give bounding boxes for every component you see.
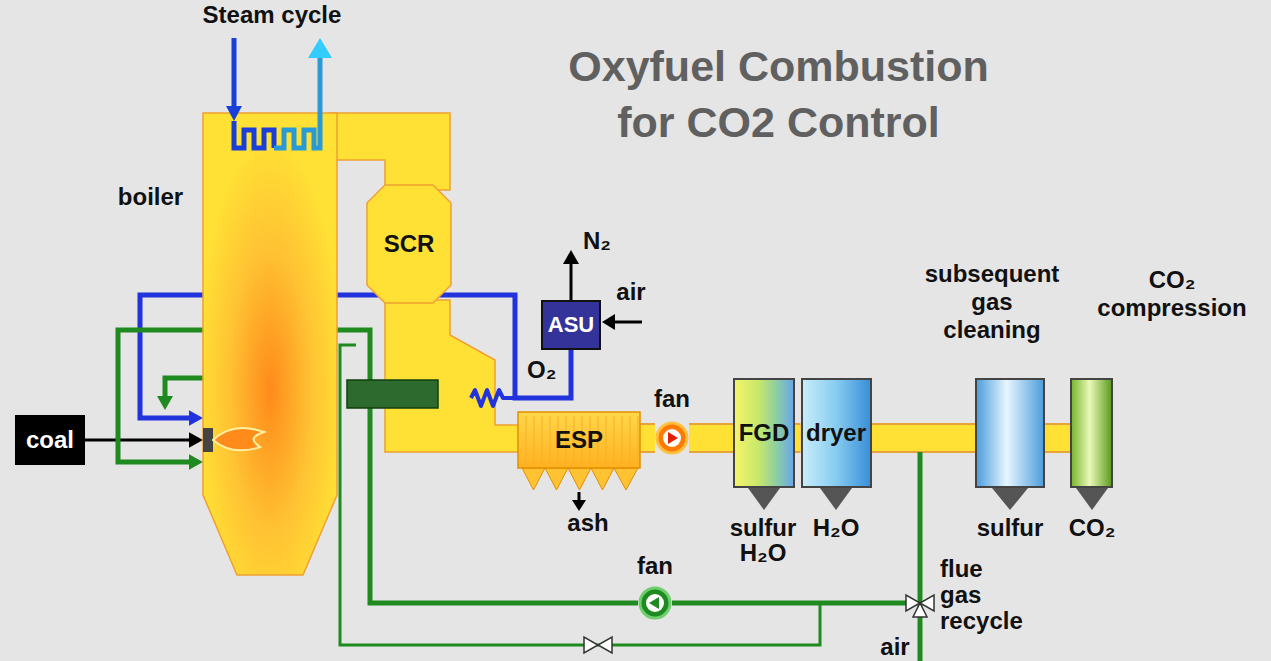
node-label: boiler xyxy=(103,183,198,211)
flue-gas-duct xyxy=(640,438,655,439)
steam-coil xyxy=(274,56,320,148)
discharge-hoppers xyxy=(748,488,1108,510)
flue-gas-duct xyxy=(385,300,522,452)
esp-box: ESP xyxy=(518,412,640,468)
coal-box: coal xyxy=(15,415,85,465)
steam-coil xyxy=(234,121,274,148)
node-label: subsequent gas cleaning xyxy=(922,260,1062,344)
secondary-recycle xyxy=(165,378,203,398)
node-label: FGD xyxy=(739,419,790,447)
stream-label: N₂ xyxy=(577,228,617,254)
recycle-heater xyxy=(347,380,438,408)
node-label: fan xyxy=(637,385,707,413)
node-label: dryer xyxy=(806,419,866,447)
burner xyxy=(203,428,213,452)
node-label: SCR xyxy=(384,230,435,258)
oxygen-preheater-coil xyxy=(471,390,515,406)
recycle-riser xyxy=(918,452,923,661)
arrow-head xyxy=(602,314,615,330)
fan-symbol: fan xyxy=(638,586,672,620)
feedwater-arrow xyxy=(232,38,237,108)
bypass-valve xyxy=(584,637,612,653)
node-label: fan xyxy=(620,552,690,580)
asu-box: ASU xyxy=(541,300,601,350)
boiler-furnace: boiler xyxy=(203,113,337,575)
node-label: CO₂ compression xyxy=(1077,266,1267,322)
arrow-head xyxy=(563,250,579,264)
stream-label: H₂O xyxy=(728,540,798,566)
diagram-title: Oxyfuel Combustion for CO2 Control xyxy=(556,38,1001,150)
flow-label: O₂ xyxy=(527,356,556,384)
steam-outlet-arrow xyxy=(308,38,332,58)
flue-gas-duct xyxy=(689,438,733,439)
recycle-bypass xyxy=(340,345,820,645)
nitrogen-arrow xyxy=(570,262,573,300)
node-label: ASU xyxy=(548,312,594,337)
flue-gas-duct xyxy=(872,438,976,439)
dryer-column: dryer xyxy=(801,378,872,488)
arrow-head xyxy=(226,106,242,121)
flame xyxy=(213,428,264,450)
scr-reactor: SCR xyxy=(367,185,451,303)
fgd-column: FGD xyxy=(733,378,795,488)
stream-label: H₂O xyxy=(801,515,871,541)
node-label: coal xyxy=(26,426,74,454)
stream-label: ash xyxy=(558,510,618,536)
flue-gas-duct xyxy=(1045,438,1070,439)
gas-cleaning-column: subsequent gas cleaning xyxy=(975,378,1045,488)
stream-label: air xyxy=(606,279,656,305)
three-way-valve xyxy=(906,595,934,617)
arrow-head xyxy=(157,396,173,410)
stream-label: sulfur xyxy=(965,515,1055,541)
esp-hoppers xyxy=(522,468,638,490)
stream-label: air xyxy=(875,634,915,660)
cycle-label: Steam cycle xyxy=(162,2,382,28)
air-inlet-arrow xyxy=(612,321,642,324)
coal-feed-arrow xyxy=(85,432,203,447)
node-label: ESP xyxy=(555,426,603,454)
compression-column: CO₂ compression xyxy=(1070,378,1113,488)
boiler-crossover xyxy=(330,113,450,190)
recycle-label: flue gas recycle xyxy=(940,556,1028,634)
stream-label: CO₂ xyxy=(1062,515,1122,541)
recycle-line xyxy=(672,601,906,606)
fan-symbol: fan xyxy=(655,421,689,455)
stream-label: sulfur xyxy=(718,515,808,541)
